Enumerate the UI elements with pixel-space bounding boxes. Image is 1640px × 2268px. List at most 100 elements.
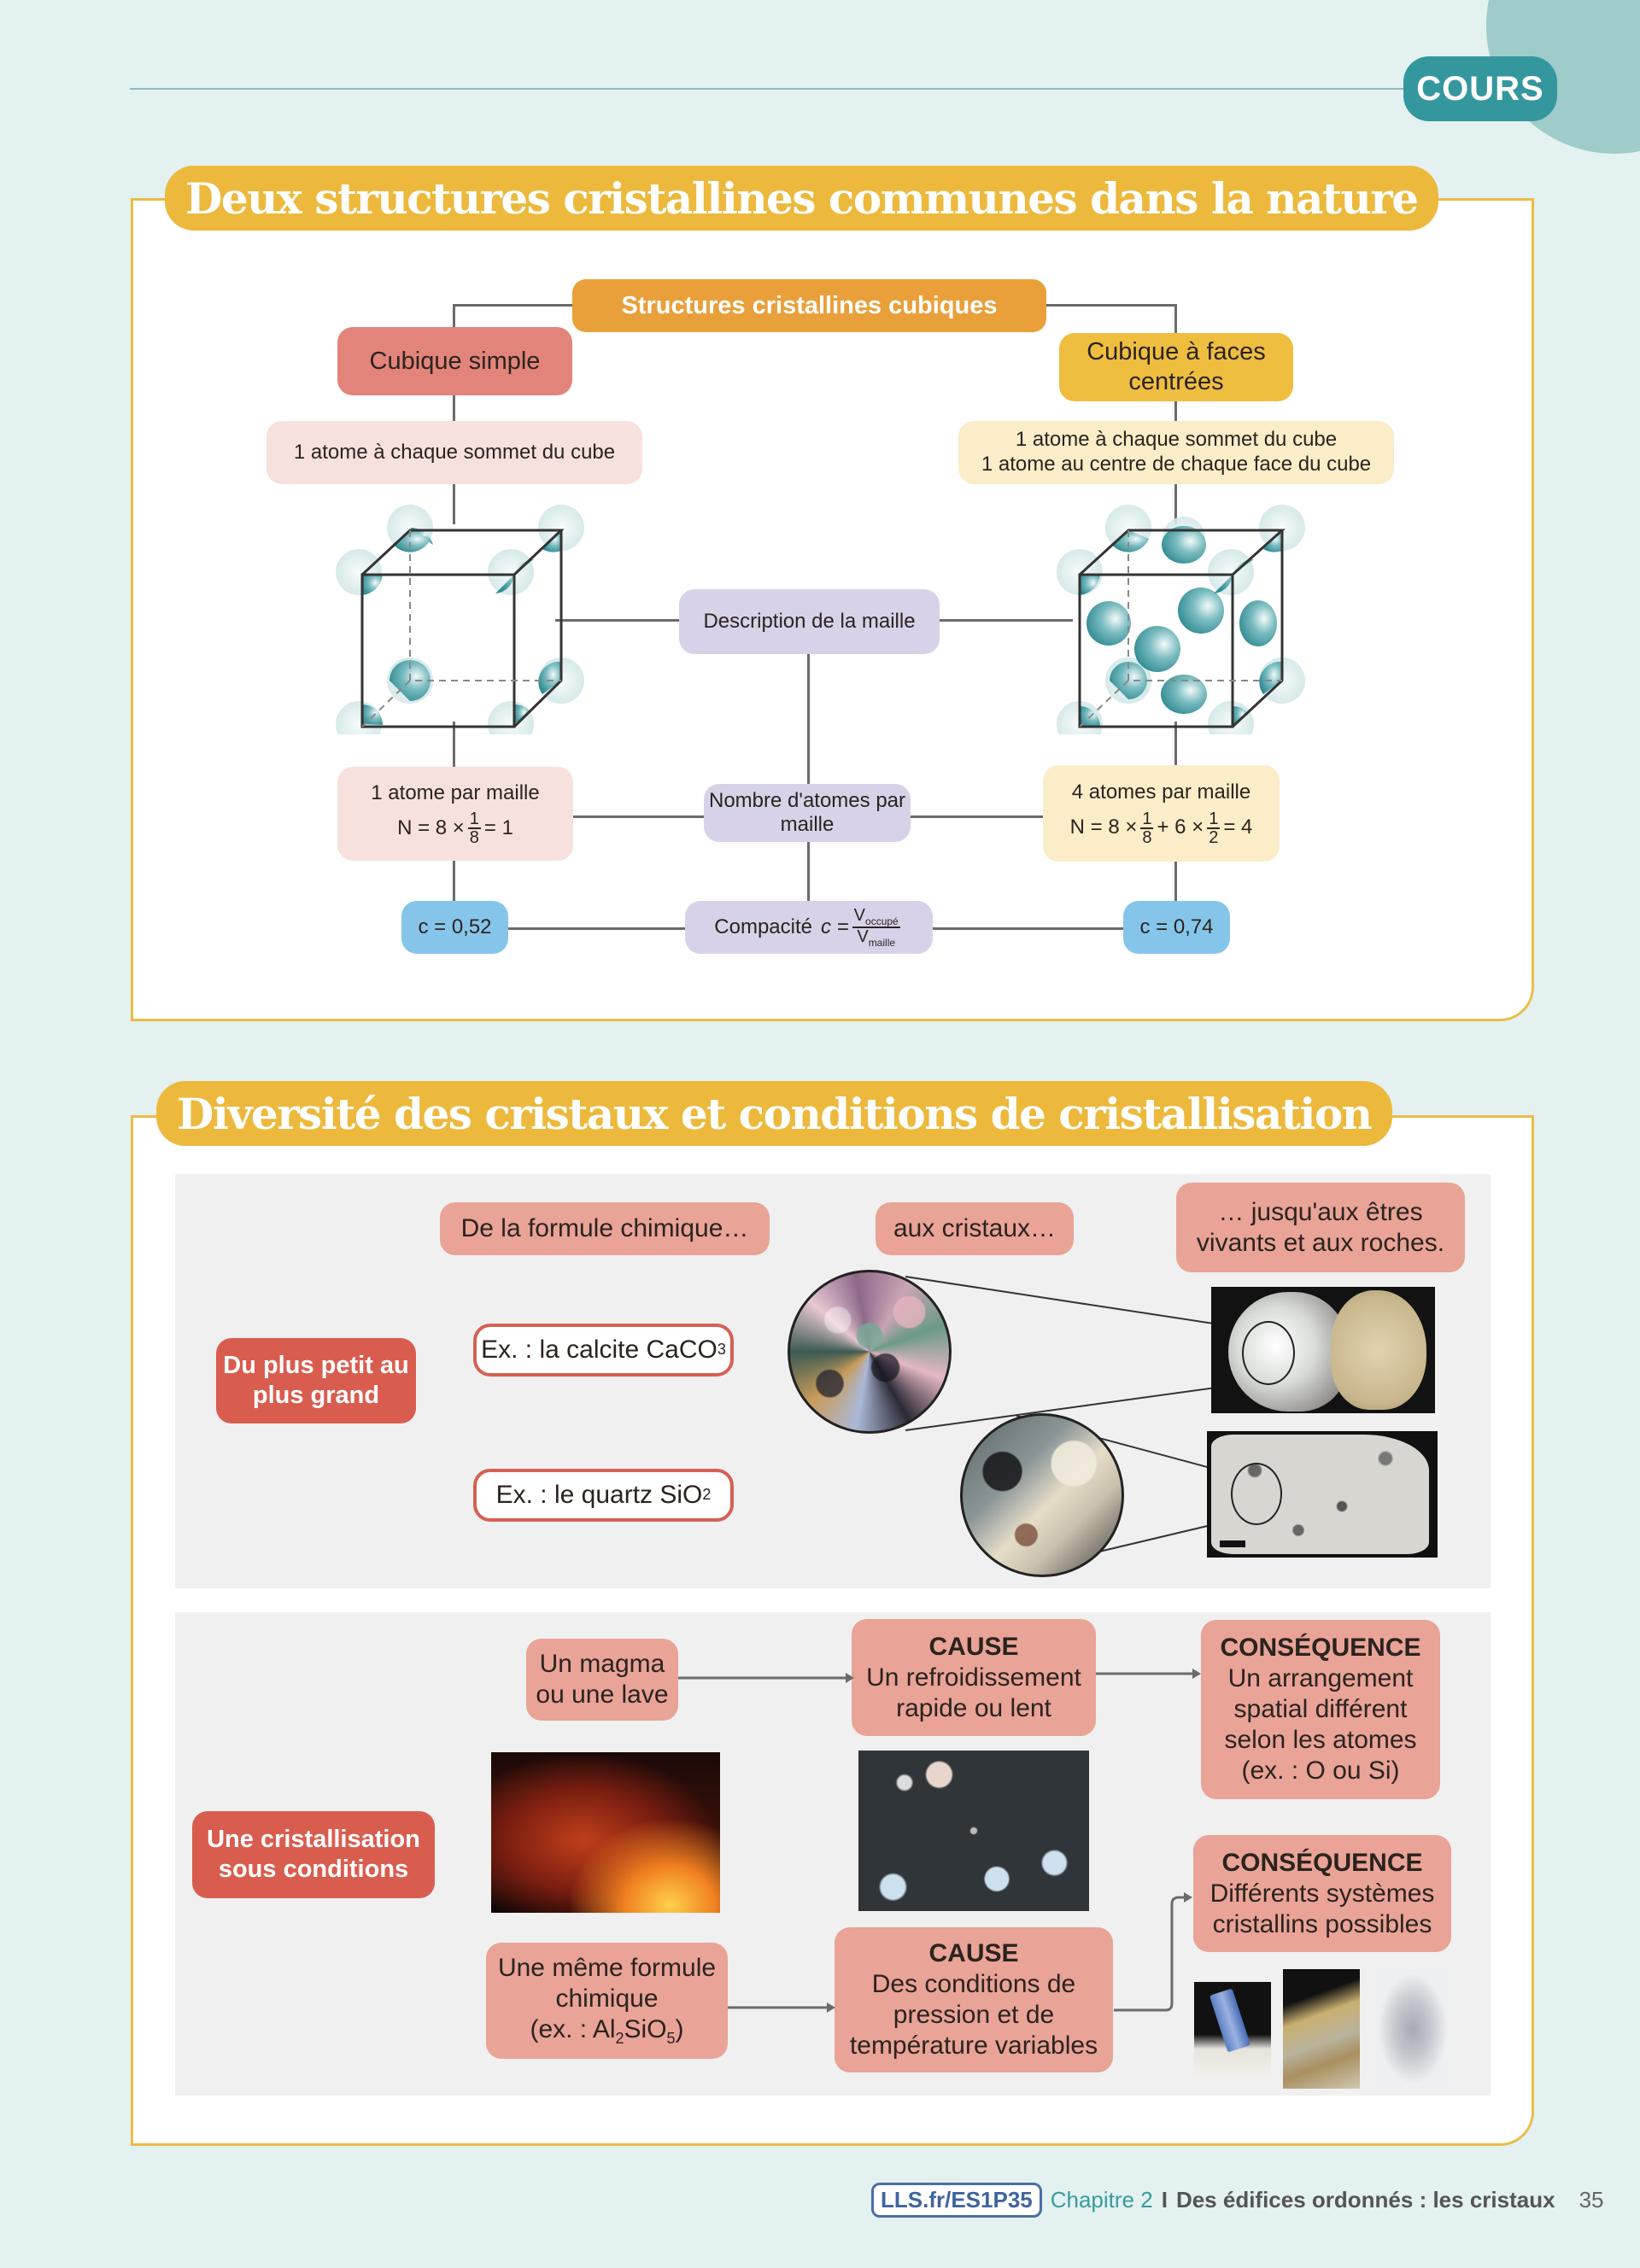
scale-label: Du plus petit au plus grand: [216, 1338, 416, 1423]
formula-part: N = 8 ×: [1069, 815, 1138, 839]
volcano-photo: [491, 1752, 720, 1913]
consequence2-node: CONSÉQUENCE Différents systèmes cristall…: [1193, 1835, 1451, 1952]
atom-face-left: [1086, 601, 1131, 646]
calcite-microscope-image: [788, 1270, 952, 1434]
formula-mid: SiO: [624, 2015, 667, 2044]
connector: [453, 722, 455, 769]
denominator: 8: [469, 828, 479, 848]
ghost-atoms: [336, 505, 584, 734]
connector: [807, 653, 810, 788]
atom-ghost: [538, 505, 584, 551]
cubique-fcc-description: 1 atome à chaque sommet du cube 1 atome …: [958, 421, 1394, 484]
fcc-compactness-value: c = 0,74: [1123, 901, 1230, 954]
v-maille-sub: maille: [868, 937, 896, 949]
consequence2-title: CONSÉQUENCE: [1221, 1848, 1423, 1877]
atom-eighth: [362, 704, 383, 725]
cause1-text: Un refroidissement rapide ou lent: [866, 1663, 1081, 1722]
arrow-line: [1114, 1896, 1186, 2012]
section2-title: Diversité des cristaux et conditions de …: [156, 1081, 1392, 1146]
footer-chapter-title: Des édifices ordonnés : les cristaux: [1175, 2187, 1555, 2212]
cube-simple-model: [336, 505, 584, 734]
cube-fcc-model: [1057, 505, 1305, 734]
shell-rock-photo: [1211, 1287, 1435, 1413]
denominator: 2: [1209, 827, 1219, 847]
compacite-fraction: Voccupé Vmaille: [852, 907, 900, 948]
chemical-formula-header: De la formule chimique…: [440, 1202, 770, 1255]
arrow-head: [1192, 1669, 1201, 1679]
arrows-row2: [728, 1892, 1192, 2013]
footer-link[interactable]: LLS.fr/ES1P35: [871, 2183, 1042, 2218]
example-quartz-text: Ex. : le quartz SiO: [495, 1481, 703, 1509]
atom-face-bottom: [1161, 675, 1207, 714]
andalusite-photo: [1283, 1969, 1360, 2089]
connector: [453, 483, 455, 524]
formula-sub: 2: [615, 2030, 624, 2048]
consequence1-title: CONSÉQUENCE: [1220, 1634, 1421, 1662]
basalt-thin-section-photo: [858, 1751, 1089, 1911]
arrow-head: [827, 2002, 835, 2013]
formula-line1: Une même formule chimique: [497, 1954, 717, 2014]
connector: [453, 858, 455, 905]
root-node: Structures cristallines cubiques: [572, 279, 1046, 332]
atom-face-top: [1162, 526, 1206, 564]
cube-hidden-edges: [361, 530, 561, 728]
cubique-simple-node: Cubique simple: [337, 327, 572, 395]
footer-chapter: Chapitre 2: [1050, 2187, 1153, 2212]
connector: [1174, 401, 1177, 424]
example-calcite-text: Ex. : la calcite CaCO: [481, 1336, 718, 1364]
page-number: 35: [1578, 2187, 1604, 2212]
arrow-head: [1184, 1892, 1192, 1903]
consequence1-text: Un arrangement spatial différent selon l…: [1224, 1664, 1417, 1785]
formula-part: + 6 ×: [1157, 815, 1204, 839]
section1-title: Deux structures cristallines communes da…: [165, 166, 1438, 231]
atom-eighth: [362, 575, 383, 595]
v-occupe-sub: occupé: [865, 915, 899, 927]
atom-eighth: [393, 530, 430, 552]
cause2-node: CAUSE Des conditions de pression et de t…: [835, 1927, 1113, 2072]
arrows-row1: [678, 1669, 1201, 1683]
cubique-fcc-node: Cubique à faces centrées: [1059, 333, 1293, 401]
connector: [1174, 858, 1177, 905]
connector: [555, 619, 679, 622]
consequence1-node: CONSÉQUENCE Un arrangement spatial diffé…: [1201, 1620, 1440, 1799]
numerator: 1: [1140, 809, 1154, 829]
cause2-text: Des conditions de pression et de tempéra…: [849, 1970, 1098, 2060]
v-maille: V: [857, 927, 869, 946]
formula-part: = 1: [483, 815, 513, 839]
formula-line2: (ex. : Al2SiO5): [530, 2014, 683, 2049]
footer: LLS.fr/ES1P35 Chapitre 2 I Des édifices …: [871, 2183, 1603, 2218]
connector: [1174, 483, 1177, 524]
connector: [508, 927, 688, 930]
connector: [1174, 722, 1177, 769]
connector: [807, 841, 810, 901]
formula-part: = 4: [1223, 815, 1253, 839]
atom-face-front: [1134, 626, 1180, 672]
simple-atoms-text: 1 atome par maille: [371, 780, 540, 804]
compacite-label: Compacité: [714, 915, 812, 938]
denominator: 8: [1142, 827, 1152, 847]
connector: [1046, 304, 1177, 307]
atom-eighth: [495, 559, 534, 593]
numerator: 1: [1207, 809, 1221, 829]
formula-node: Une même formule chimique (ex. : Al2SiO5…: [486, 1943, 728, 2059]
example-quartz-sub: 2: [702, 1486, 712, 1504]
connector: [1174, 304, 1177, 335]
cubique-simple-description: 1 atome à chaque sommet du cube: [266, 421, 642, 484]
connector: [453, 304, 572, 307]
simple-compactness-value: c = 0,52: [401, 901, 508, 954]
compacite-node: Compacité c = Voccupé Vmaille: [685, 901, 933, 954]
atom-eighth: [538, 661, 561, 694]
consequence2-text: Différents systèmes cristallins possible…: [1210, 1879, 1435, 1938]
nombre-atomes-node: Nombre d'atomes par maille: [704, 784, 911, 842]
connector: [453, 395, 455, 424]
atom-face-back: [1178, 587, 1224, 634]
magma-node: Un magma ou une lave: [526, 1639, 678, 1721]
